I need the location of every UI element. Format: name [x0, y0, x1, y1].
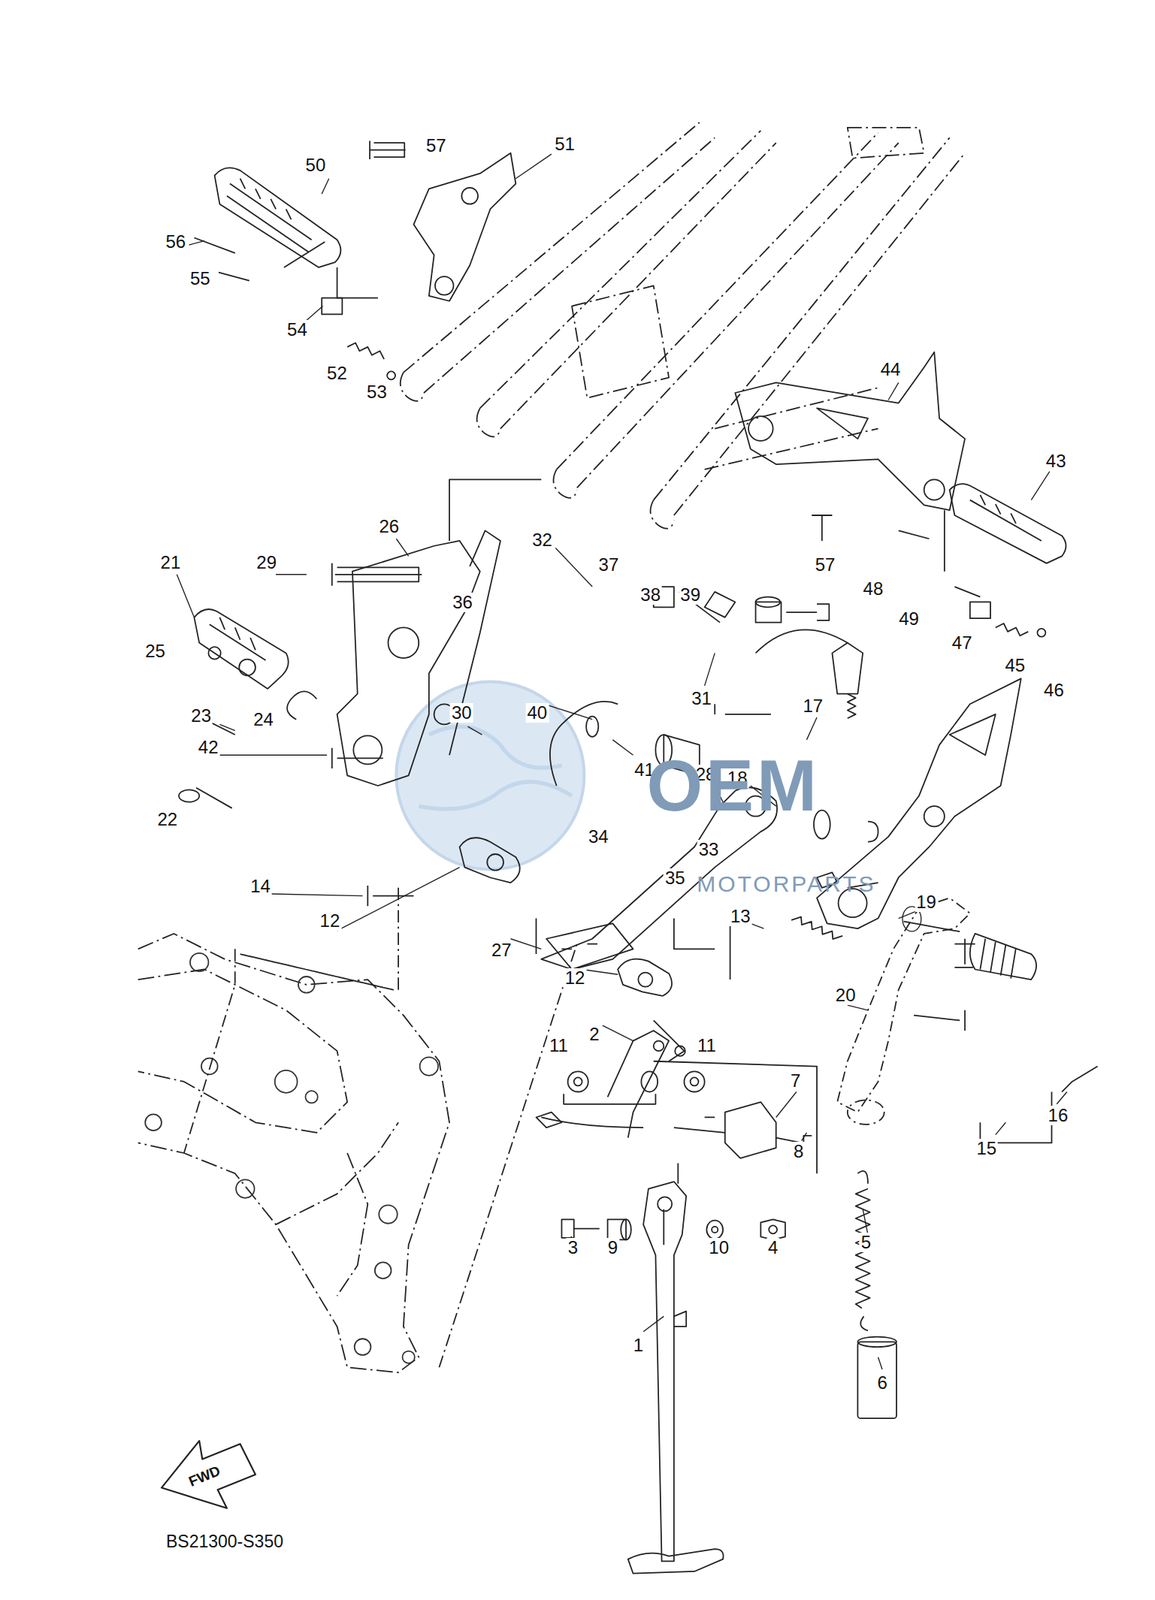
callout-number: 35	[663, 868, 687, 889]
callout-number: 48	[861, 579, 886, 599]
callout-number: 13	[728, 907, 753, 927]
callout-number: 54	[285, 320, 309, 340]
callout-number: 3	[566, 1238, 580, 1258]
callout-number: 36	[450, 592, 475, 613]
callout-number: 32	[530, 530, 554, 551]
callout-number: 11	[547, 1036, 570, 1056]
callout-number: 46	[1042, 680, 1066, 701]
callout-number: 53	[365, 382, 389, 403]
callout-number: 37	[597, 555, 621, 575]
callout-number: 10	[707, 1238, 731, 1258]
callout-number: 21	[159, 553, 183, 573]
callout-number: 12	[563, 968, 587, 989]
callout-number: 29	[254, 553, 279, 573]
callout-number: 38	[638, 585, 663, 605]
callout-number: 6	[875, 1373, 889, 1394]
callout-number: 43	[1044, 451, 1068, 472]
bracket-part	[413, 153, 516, 302]
callout-number: 55	[188, 269, 212, 289]
callout-number: 25	[143, 641, 167, 662]
callout-number: 22	[156, 810, 180, 830]
callout-number: 52	[325, 363, 349, 384]
callout-number: 49	[897, 609, 921, 629]
callout-number: 44	[879, 359, 903, 380]
callout-number: 39	[678, 585, 702, 605]
callout-number: 5	[859, 1233, 873, 1253]
callout-number: 1	[631, 1336, 645, 1356]
callout-number: 9	[606, 1238, 620, 1258]
callout-number: 34	[586, 827, 611, 847]
callout-number: 26	[377, 517, 401, 537]
callout-number: 19	[914, 892, 938, 913]
callout-number: 31	[689, 689, 714, 709]
rear-frame	[400, 122, 965, 530]
callout-number: 57	[424, 136, 448, 156]
callout-number: 42	[196, 737, 221, 758]
callout-number: 23	[189, 706, 213, 726]
main-frame	[138, 934, 450, 1373]
callout-number: 15	[974, 1139, 998, 1159]
direction-label: FWD	[184, 1462, 224, 1491]
callout-number: 24	[251, 710, 276, 730]
callout-number: 11	[695, 1036, 718, 1056]
callout-number: 4	[766, 1238, 780, 1258]
callout-number: 27	[489, 940, 514, 961]
callout-number: 16	[1046, 1106, 1071, 1126]
callout-number: 7	[789, 1071, 802, 1092]
drawing-code: BS21300-S350	[164, 1532, 285, 1552]
callout-number: 14	[248, 876, 273, 897]
callout-number: 12	[318, 911, 342, 932]
callout-number: 17	[801, 696, 825, 717]
callout-number: 50	[304, 155, 328, 176]
callout-number: 20	[834, 985, 858, 1006]
callout-number: 30	[450, 703, 474, 723]
watermark-text: OEM	[644, 749, 822, 823]
watermark-text: MOTORPARTS	[695, 872, 877, 897]
callout-number: 45	[1003, 656, 1027, 676]
callout-number: 40	[525, 703, 549, 723]
callout-number: 51	[553, 134, 577, 155]
callout-number: 8	[792, 1142, 805, 1162]
callout-number: 57	[813, 555, 838, 575]
callout-number: 2	[587, 1024, 601, 1045]
callout-number: 33	[697, 840, 721, 860]
callout-number: 47	[950, 633, 974, 654]
callout-number: 56	[163, 232, 188, 252]
